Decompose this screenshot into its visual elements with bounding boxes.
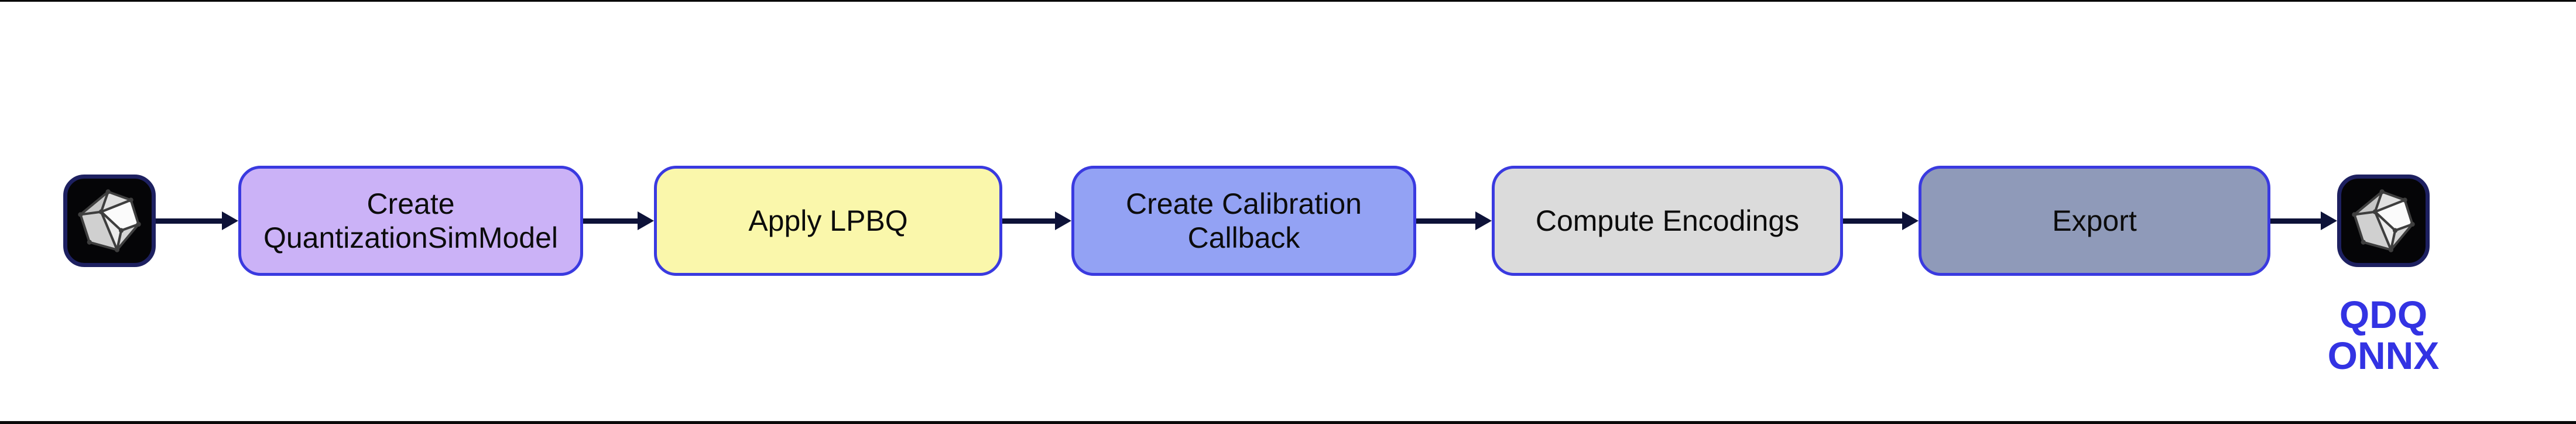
arrow-shaft (1843, 218, 1902, 224)
arrowhead-icon (1475, 211, 1492, 230)
arrowhead-icon (1902, 211, 1919, 230)
arrow-shaft (1002, 218, 1055, 224)
flow-step-label: Compute Encodings (1535, 204, 1800, 237)
arrowhead-icon (638, 211, 654, 230)
onnx-output-icon (2337, 175, 2430, 267)
flow-arrow (1002, 209, 1071, 232)
flow-arrow (156, 209, 238, 232)
arrowhead-icon (1055, 211, 1071, 230)
output-label-line: ONNX (2327, 333, 2440, 377)
flow-step-create-calibration-callback: Create Calibration Callback (1071, 166, 1416, 276)
onnx-input-icon (63, 175, 156, 267)
flow-step-label: Export (2052, 204, 2137, 237)
onnx-logo-icon (78, 189, 141, 252)
output-format-label: QDQ ONNX (2327, 293, 2440, 377)
bottom-rule (0, 421, 2576, 424)
arrow-shaft (156, 218, 222, 224)
flow-step-label: Create Calibration Callback (1126, 187, 1362, 254)
arrowhead-icon (222, 211, 238, 230)
onnx-logo-icon (2352, 189, 2415, 252)
quantization-flow-diagram: Create QuantizationSimModel Apply LPBQ C… (63, 166, 2439, 376)
output-label-line: QDQ (2339, 293, 2428, 336)
flow-arrow (2270, 209, 2337, 232)
flow-step-compute-encodings: Compute Encodings (1492, 166, 1843, 276)
flow-step-label: Create QuantizationSimModel (263, 187, 559, 254)
flow-step-create-quantizationsimmodel: Create QuantizationSimModel (238, 166, 583, 276)
arrowhead-icon (2321, 211, 2337, 230)
flow-step-label: Apply LPBQ (748, 204, 908, 237)
flow-arrow (583, 209, 654, 232)
flow-arrow (1843, 209, 1919, 232)
flow-step-export: Export (1919, 166, 2270, 276)
flow-arrow (1416, 209, 1492, 232)
arrow-shaft (583, 218, 638, 224)
flow-output: QDQ ONNX (2328, 175, 2439, 376)
arrow-shaft (2270, 218, 2321, 224)
top-rule (0, 0, 2576, 2)
flow-step-apply-lpbq: Apply LPBQ (654, 166, 1002, 276)
arrow-shaft (1416, 218, 1475, 224)
